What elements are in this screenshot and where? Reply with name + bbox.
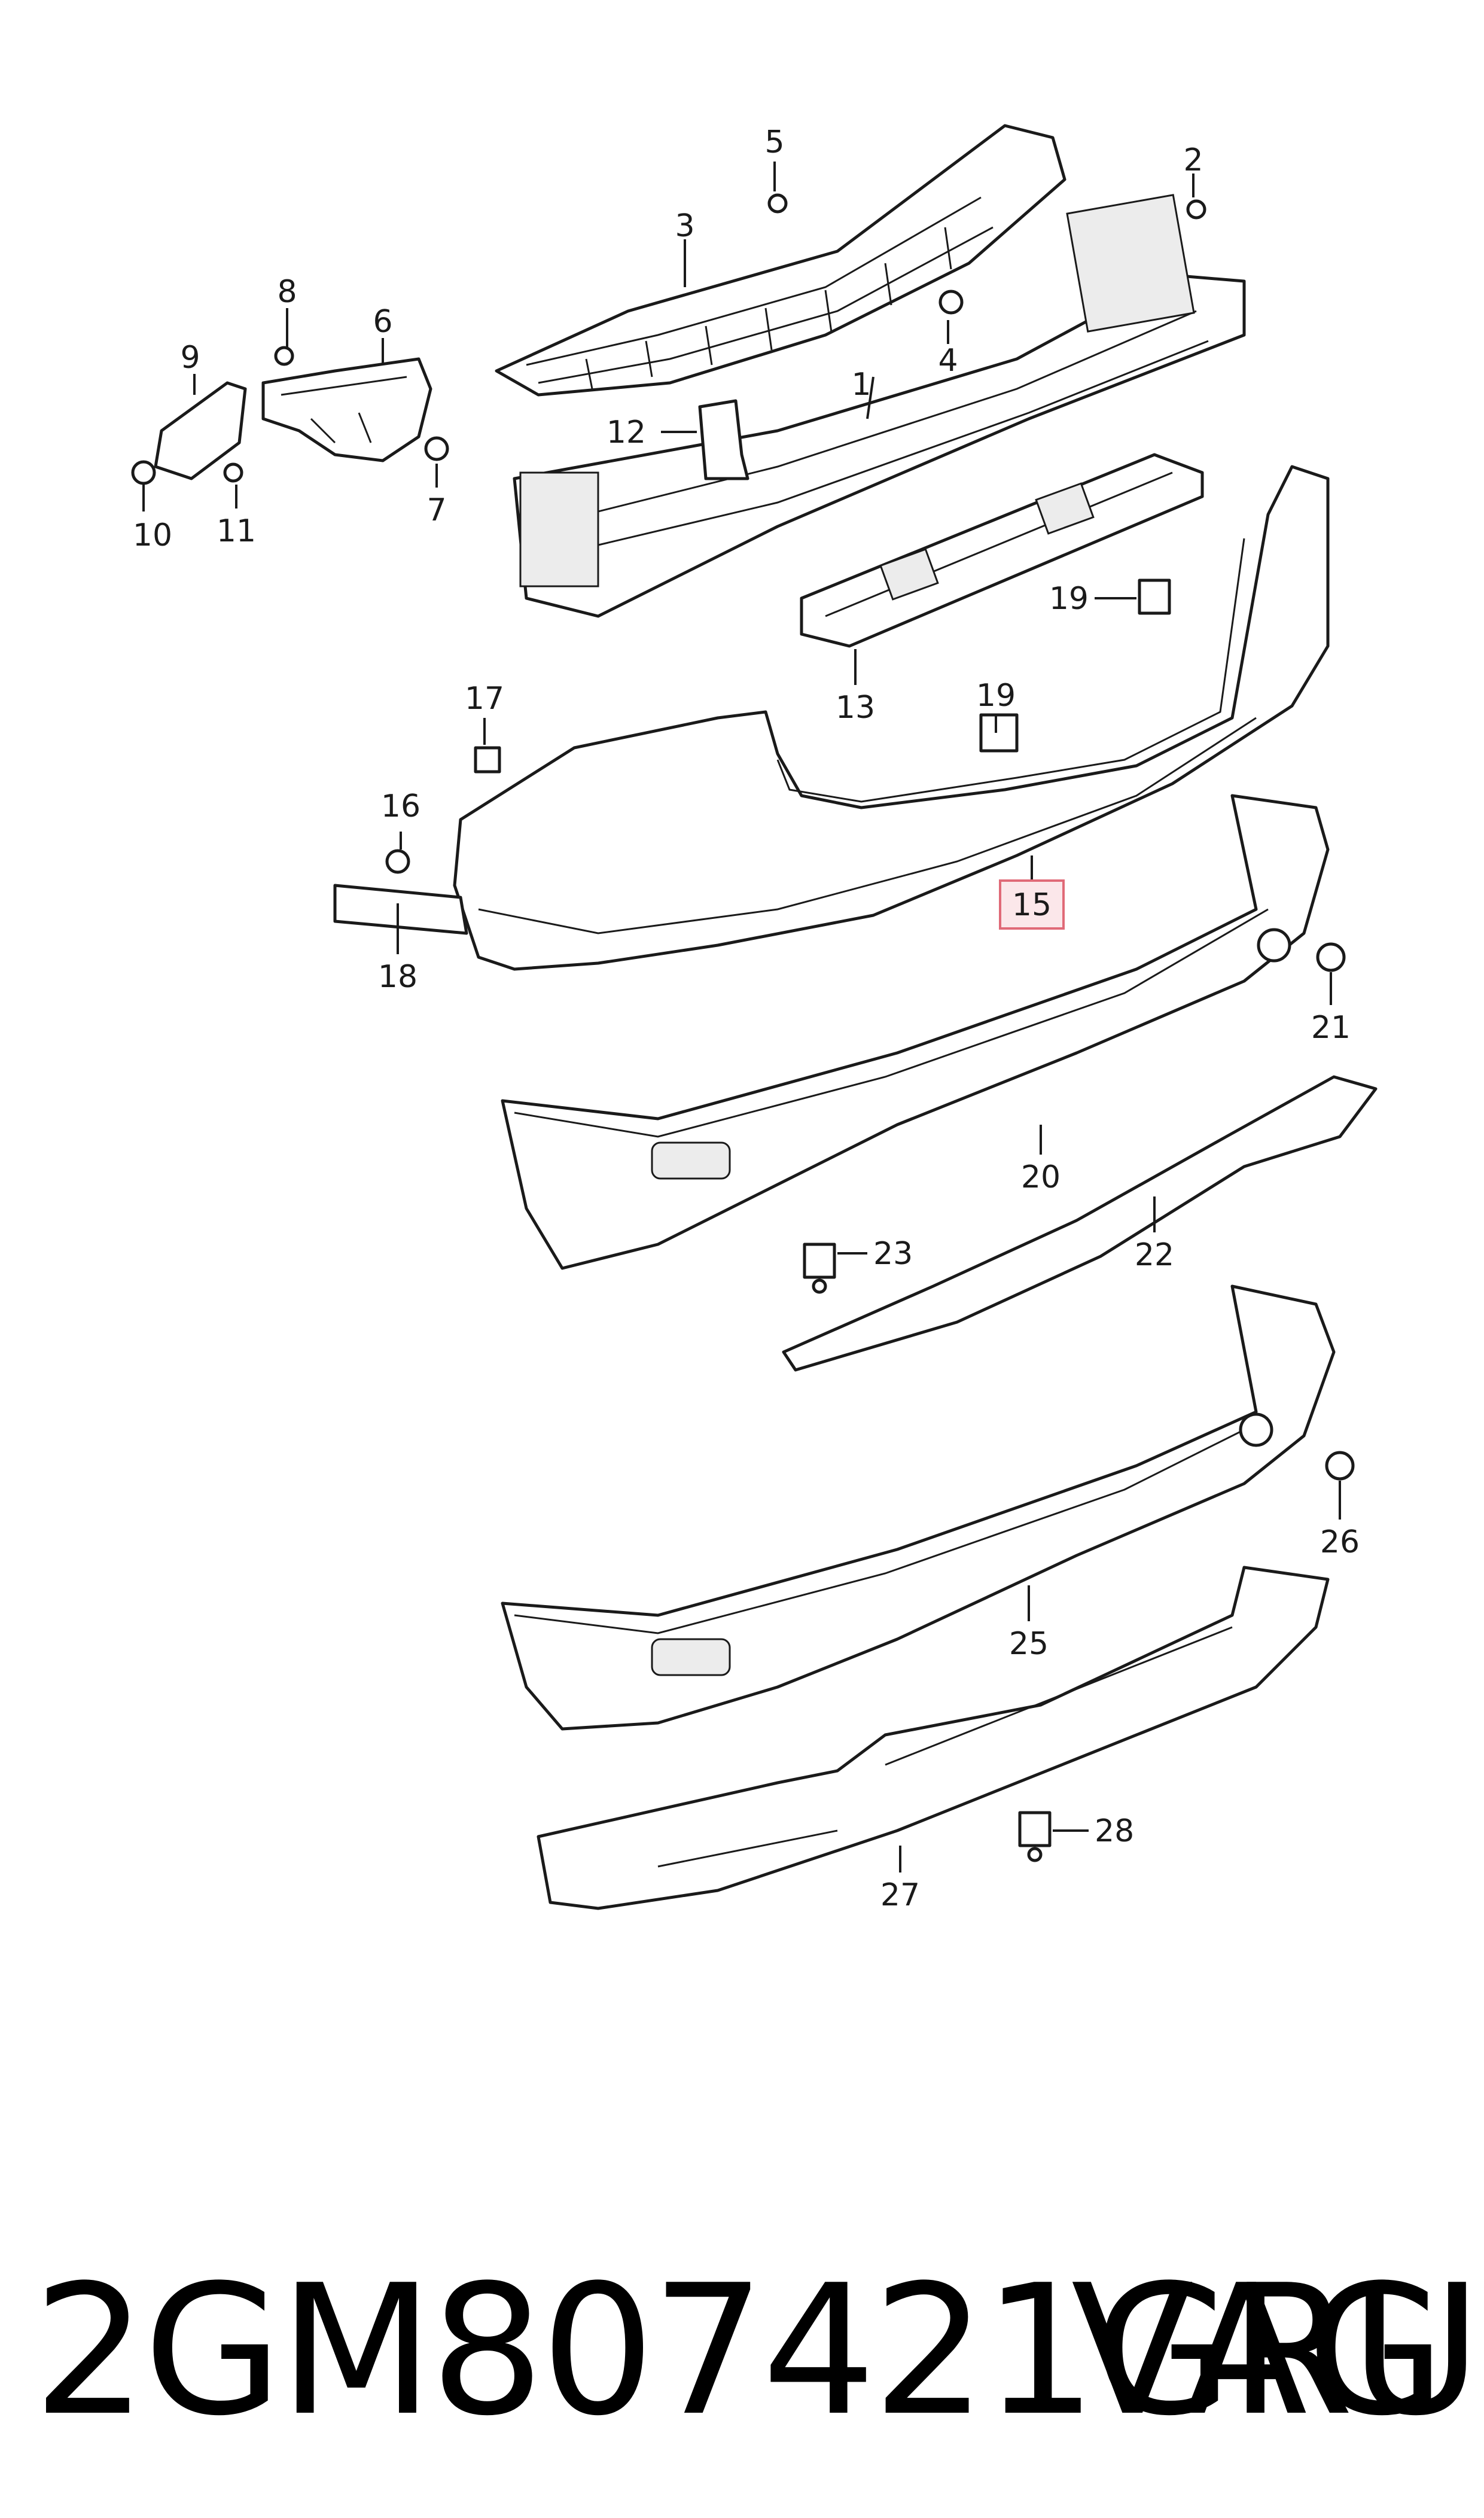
callout-20: 20 xyxy=(1021,1159,1061,1195)
callout-21: 21 xyxy=(1311,1010,1351,1046)
part-18-reflector xyxy=(333,884,468,935)
callout-2: 2 xyxy=(1183,142,1203,178)
callout-28: 28 xyxy=(1095,1813,1134,1849)
callout-7: 7 xyxy=(426,492,446,528)
fasteners-upper xyxy=(131,193,1206,874)
part-26-cap xyxy=(1325,1451,1355,1481)
callout-15-highlight xyxy=(999,879,1065,930)
part-28-clip xyxy=(1018,1811,1052,1862)
callout-4: 4 xyxy=(938,343,958,379)
brand-name: VAG xyxy=(1071,2246,1448,2455)
leader-lines xyxy=(142,162,1341,1872)
callout-19-lower: 19 xyxy=(976,678,1016,714)
part-1-reinforcement-bar xyxy=(513,194,1246,618)
callout-23: 23 xyxy=(873,1236,913,1272)
callout-22: 22 xyxy=(1135,1237,1174,1273)
callout-9: 9 xyxy=(180,340,200,376)
part-number: 2GM807421GRU xyxy=(33,2246,1482,2455)
callout-labels: 1 2 3 4 5 6 7 8 9 10 11 12 13 15 16 17 1… xyxy=(133,124,1360,1913)
callout-5: 5 xyxy=(764,124,784,160)
part-13-absorber-block xyxy=(800,453,1204,648)
callout-10: 10 xyxy=(133,517,172,553)
part-3-carrier xyxy=(495,124,1066,397)
part-25-lower-bumper-alt xyxy=(501,1284,1336,1731)
callout-16: 16 xyxy=(381,788,420,824)
part-20-lower-bumper xyxy=(501,794,1330,1270)
callout-15: 15 xyxy=(1012,887,1052,923)
callout-3: 3 xyxy=(675,208,694,244)
callout-1: 1 xyxy=(851,367,871,403)
callout-26: 26 xyxy=(1320,1524,1360,1560)
part-9-small-bracket xyxy=(154,381,247,480)
callout-19-upper: 19 xyxy=(1049,581,1089,617)
callout-8: 8 xyxy=(277,274,297,310)
callout-13: 13 xyxy=(836,690,875,726)
callout-12: 12 xyxy=(607,415,646,450)
part-21-cap xyxy=(1316,942,1346,972)
part-27-diffuser xyxy=(537,1566,1330,1910)
callout-18: 18 xyxy=(378,959,418,995)
callout-27: 27 xyxy=(880,1877,920,1913)
part-15-bumper-cover xyxy=(453,465,1330,971)
callout-25: 25 xyxy=(1009,1626,1049,1662)
part-22-trim-strip xyxy=(782,1075,1378,1372)
exploded-parts-diagram: 1 2 3 4 5 6 7 8 9 10 11 12 13 15 16 17 1… xyxy=(131,124,1378,1913)
part-23-clip xyxy=(803,1243,836,1294)
footer-caption: 2GM807421GRU VAG xyxy=(0,2237,1484,2465)
callout-17: 17 xyxy=(465,681,504,717)
part-12-bracket xyxy=(698,399,749,480)
callout-6: 6 xyxy=(373,304,392,340)
part-6-side-bracket xyxy=(261,357,432,462)
callout-11: 11 xyxy=(217,513,256,549)
